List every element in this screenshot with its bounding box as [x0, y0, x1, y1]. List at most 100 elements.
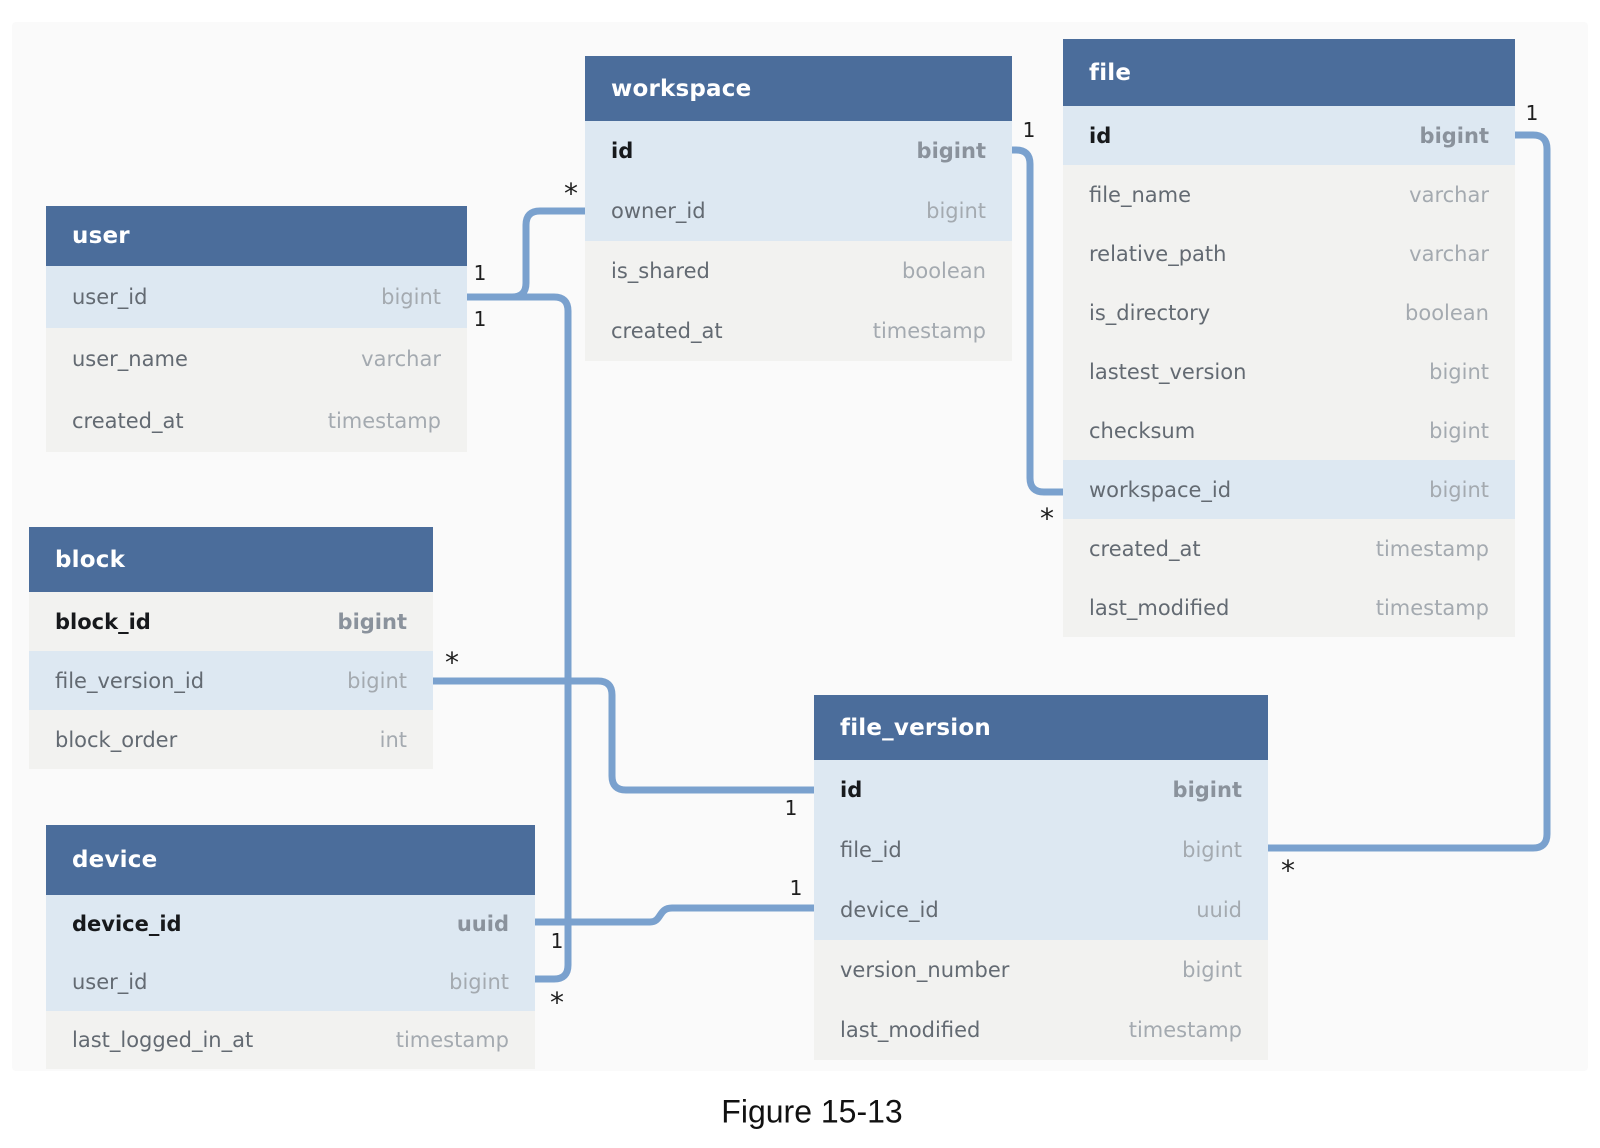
- relationship-line-user-user_id-device-user_id: [463, 293, 572, 983]
- field-row-workspace-is_shared: is_shared boolean: [585, 241, 1012, 301]
- field-name: checksum: [1089, 418, 1196, 443]
- field-type: varchar: [1409, 241, 1489, 266]
- field-type: bigint: [1429, 418, 1489, 443]
- field-row-device-device_id: device_id uuid: [46, 895, 535, 953]
- field-name: workspace_id: [1089, 477, 1232, 502]
- table-header-workspace: workspace: [585, 56, 1012, 121]
- field-type: uuid: [1196, 898, 1242, 922]
- field-type: bigint: [347, 668, 407, 693]
- field-type: bigint: [916, 139, 986, 163]
- field-name: device_id: [72, 912, 182, 936]
- field-type: bigint: [1182, 838, 1242, 862]
- cardinality-label: *: [564, 177, 578, 211]
- field-row-file_version-last_modified: last_modified timestamp: [814, 1000, 1268, 1060]
- field-name: id: [611, 139, 634, 163]
- field-row-workspace-created_at: created_at timestamp: [585, 301, 1012, 361]
- field-type: int: [379, 727, 407, 752]
- table-name: file: [1089, 59, 1132, 86]
- cardinality-label: *: [1040, 502, 1054, 536]
- cardinality-label: 1: [1525, 101, 1539, 125]
- relationship-line-file-id-file_version-file_id: [1264, 131, 1551, 852]
- field-name: user_id: [72, 970, 148, 994]
- field-type: bigint: [1182, 958, 1242, 982]
- relationship-line-device-device_id-file_version-device_id: [531, 904, 818, 926]
- field-name: id: [1089, 123, 1112, 148]
- field-row-file-is_directory: is_directory boolean: [1063, 283, 1515, 342]
- field-row-workspace-id: id bigint: [585, 121, 1012, 181]
- field-type: uuid: [456, 912, 509, 936]
- cardinality-label: *: [550, 986, 564, 1020]
- field-name: last_modified: [840, 1018, 981, 1042]
- field-name: file_name: [1089, 182, 1192, 207]
- field-type: timestamp: [327, 409, 441, 433]
- cardinality-label: 1: [550, 929, 564, 953]
- cardinality-label: 1: [473, 261, 487, 285]
- table-name: block: [55, 546, 126, 573]
- table-name: file_version: [840, 714, 991, 741]
- field-type: timestamp: [872, 319, 986, 343]
- field-type: boolean: [902, 259, 986, 283]
- field-row-workspace-owner_id: owner_id bigint: [585, 181, 1012, 241]
- figure-caption: Figure 15-13: [721, 1093, 903, 1130]
- field-type: timestamp: [1375, 595, 1489, 620]
- field-type: bigint: [337, 609, 407, 634]
- field-name: owner_id: [611, 199, 706, 223]
- field-row-user-user_id: user_id bigint: [46, 266, 467, 328]
- cardinality-label: *: [445, 646, 459, 680]
- table-name: workspace: [611, 75, 752, 102]
- field-name: last_logged_in_at: [72, 1028, 254, 1052]
- field-type: timestamp: [1128, 1018, 1242, 1042]
- cardinality-label: *: [1281, 854, 1295, 888]
- field-name: is_shared: [611, 259, 710, 283]
- table-header-device: device: [46, 825, 535, 895]
- field-name: block_order: [55, 727, 178, 752]
- field-type: boolean: [1405, 300, 1489, 325]
- table-header-block: block: [29, 527, 433, 592]
- table-name: device: [72, 847, 158, 873]
- table-header-user: user: [46, 206, 467, 266]
- field-type: timestamp: [395, 1028, 509, 1052]
- relationship-line-workspace-id-file-workspace_id: [1008, 146, 1067, 496]
- field-name: created_at: [1089, 536, 1201, 561]
- field-type: bigint: [1172, 778, 1242, 802]
- field-type: bigint: [1429, 477, 1489, 502]
- field-name: block_id: [55, 609, 151, 634]
- field-name: is_directory: [1089, 300, 1211, 325]
- table-header-file: file: [1063, 39, 1515, 106]
- field-row-file-file_name: file_name varchar: [1063, 165, 1515, 224]
- field-row-file-created_at: created_at timestamp: [1063, 519, 1515, 578]
- field-type: bigint: [381, 285, 441, 309]
- field-name: user_name: [72, 347, 188, 371]
- table-name: user: [72, 223, 130, 249]
- field-name: lastest_version: [1089, 359, 1247, 384]
- field-type: bigint: [1419, 123, 1489, 148]
- table-workspace: workspace id bigint owner_id bigint is_shared…: [585, 56, 1012, 361]
- field-type: timestamp: [1375, 536, 1489, 561]
- field-row-block-block_id: block_id bigint: [29, 592, 433, 651]
- field-row-file-id: id bigint: [1063, 106, 1515, 165]
- field-type: bigint: [926, 199, 986, 223]
- cardinality-label: 1: [784, 796, 798, 820]
- cardinality-label: 1: [1022, 118, 1036, 142]
- field-name: created_at: [611, 319, 723, 343]
- field-type: varchar: [1409, 182, 1489, 207]
- field-name: id: [840, 778, 863, 802]
- field-row-file-workspace_id: workspace_id bigint: [1063, 460, 1515, 519]
- field-name: user_id: [72, 285, 148, 309]
- field-row-file-checksum: checksum bigint: [1063, 401, 1515, 460]
